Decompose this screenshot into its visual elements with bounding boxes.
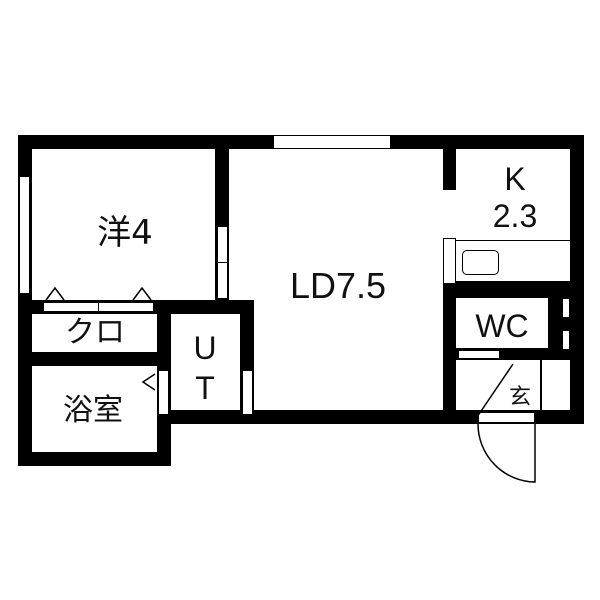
- entrance-door-opening: [478, 412, 535, 423]
- room-label-entrance: 玄: [508, 385, 531, 410]
- window-wc-right-1: [562, 298, 570, 318]
- room-label-bath: 浴室: [63, 393, 123, 428]
- room-label-living: LD7.5: [289, 265, 387, 306]
- room-label-kitchen-area: 2.3: [492, 198, 538, 234]
- wall-closet-bath: [18, 352, 170, 366]
- entrance-step: [540, 360, 542, 410]
- room-label-kitchen-k: K: [504, 161, 526, 197]
- window-western-ld-2: [217, 262, 228, 299]
- wall-bottom-bath: [18, 452, 170, 466]
- closet-door-2: [98, 302, 154, 312]
- kitchen-counter-end: [443, 238, 456, 284]
- wall-kitchen-stub: [443, 135, 456, 190]
- kitchen-counter: [443, 240, 570, 282]
- room-label-utility-u: U: [193, 330, 217, 366]
- room-label-toilet: WC: [475, 308, 529, 344]
- sink-icon: [462, 250, 499, 275]
- window-ut-right: [242, 370, 253, 415]
- window-bath-ut: [158, 370, 169, 415]
- wall-bottom-main: [157, 410, 584, 424]
- room-label-closet: クロ: [65, 315, 125, 350]
- window-top-ld: [273, 135, 391, 149]
- room-label-western: 洋4: [97, 213, 153, 253]
- window-left-western: [19, 176, 30, 294]
- room-label-utility-t: T: [195, 370, 215, 406]
- window-wc-right-2: [562, 330, 570, 350]
- door-wc: [458, 350, 500, 359]
